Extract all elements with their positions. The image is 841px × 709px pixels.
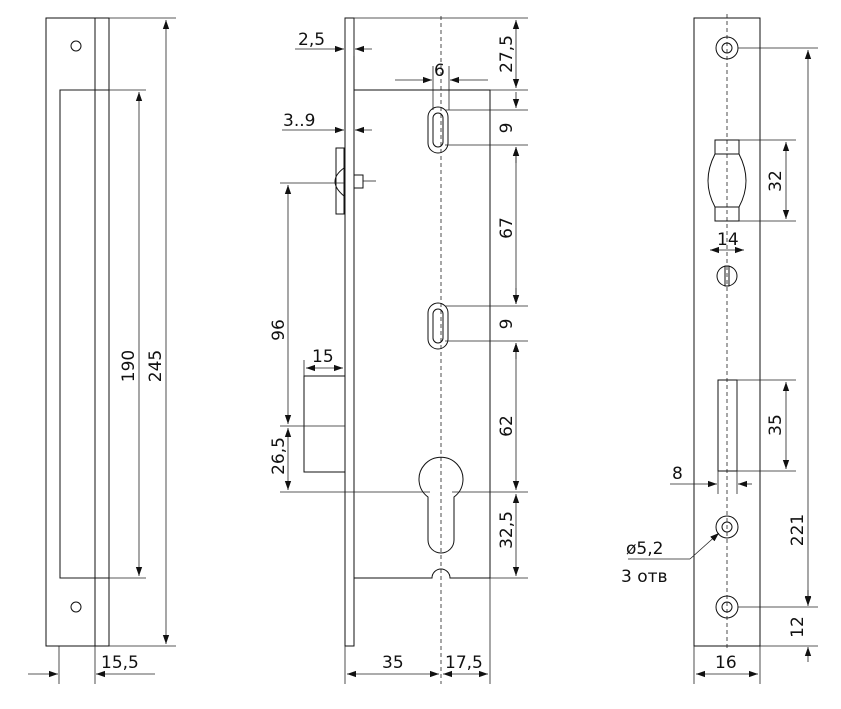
- mounting-slot: [427, 106, 449, 154]
- mounting-hole-icon: [70, 40, 82, 52]
- lock-body-outline: [59, 89, 110, 579]
- dimension-2-5: 2,5: [298, 30, 325, 50]
- dimension-221: 221: [788, 514, 808, 546]
- lock-case-outline: [354, 89, 491, 579]
- dimension-245: 245: [146, 350, 166, 382]
- bolt-head: [334, 167, 345, 197]
- screw-hole-inner: [721, 521, 733, 533]
- strike-bottom: [714, 206, 740, 222]
- hole-diameter-label: ø5,2: [626, 539, 663, 559]
- dimension-35-right: 35: [766, 414, 786, 436]
- leader-arrow: [689, 532, 720, 560]
- dimension-12: 12: [788, 616, 808, 638]
- dimension-26-5: 26,5: [269, 437, 289, 475]
- screw-hole-icon: [715, 36, 739, 60]
- dimension-15: 15: [312, 347, 334, 367]
- bolt-opening: [717, 379, 738, 472]
- mounting-slot-inner: [432, 308, 444, 344]
- bolt-plate: [335, 147, 345, 215]
- dimension-190: 190: [119, 350, 139, 382]
- dimension-9-lower: 9: [497, 319, 517, 330]
- mounting-slot-inner: [432, 112, 444, 148]
- dimension-32: 32: [766, 170, 786, 192]
- mounting-slot: [427, 302, 449, 350]
- screw-hole-inner: [721, 601, 733, 613]
- dimension-27-5: 27,5: [497, 35, 517, 73]
- dimension-17-5: 17,5: [445, 653, 483, 673]
- dimension-35: 35: [382, 653, 404, 673]
- dimension-8: 8: [672, 464, 683, 484]
- front-view-middle: 2,5 27,5 6 3..9 9 67 9 62 32,5: [269, 16, 528, 684]
- dimension-32-5: 32,5: [497, 511, 517, 549]
- bolt-screw: [353, 174, 364, 189]
- screw-hole-icon: [715, 515, 739, 539]
- dimension-15-5: 15,5: [101, 653, 139, 673]
- dimension-67: 67: [497, 217, 517, 239]
- dimension-14: 14: [717, 230, 739, 250]
- dimension-16: 16: [715, 653, 737, 673]
- dimension-9-upper: 9: [497, 123, 517, 134]
- screw-slot: [724, 265, 730, 287]
- mounting-hole-icon: [70, 601, 82, 613]
- front-view-right: 32 14 35 8 221 12 ø5,2 3 отв 16: [621, 14, 818, 684]
- hole-count-label: 3 отв: [621, 567, 668, 587]
- latch-block: [303, 375, 346, 473]
- dimension-6: 6: [434, 61, 445, 81]
- dimension-62: 62: [497, 415, 517, 437]
- cylinder-hole-icon: [418, 456, 464, 554]
- screw-hole-icon: [715, 595, 739, 619]
- screw-hole-inner: [721, 42, 733, 54]
- side-view-left: 190 245 15,5: [28, 17, 176, 684]
- dimension-96: 96: [269, 319, 289, 341]
- dimension-3-9: 3..9: [283, 111, 315, 131]
- faceplate: [344, 17, 355, 647]
- faceplate-outline: [45, 17, 110, 647]
